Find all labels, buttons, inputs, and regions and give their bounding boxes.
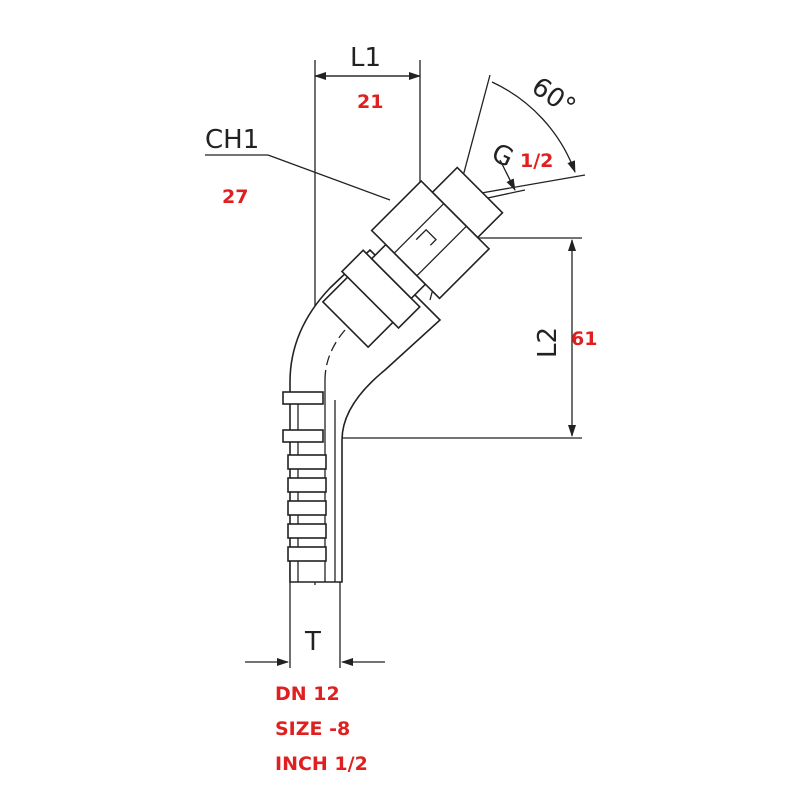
l1-label: L1	[350, 43, 381, 73]
t-label: T	[304, 627, 321, 657]
l1-value: 21	[357, 91, 383, 113]
spec-inch: INCH 1/2	[275, 753, 368, 775]
g-label: G	[487, 138, 518, 174]
spec-dn: DN 12	[275, 683, 340, 705]
g-value: 1/2	[520, 150, 553, 172]
angle-label: 60°	[526, 72, 581, 123]
hose-fitting	[282, 166, 504, 583]
hose-tail-ribs	[287, 454, 327, 562]
ch1-label: CH1	[205, 125, 259, 155]
l2-label: L2	[533, 327, 563, 358]
spec-size: SIZE -8	[275, 718, 350, 740]
l2-value: 61	[571, 328, 597, 350]
ch1-value: 27	[222, 186, 248, 208]
